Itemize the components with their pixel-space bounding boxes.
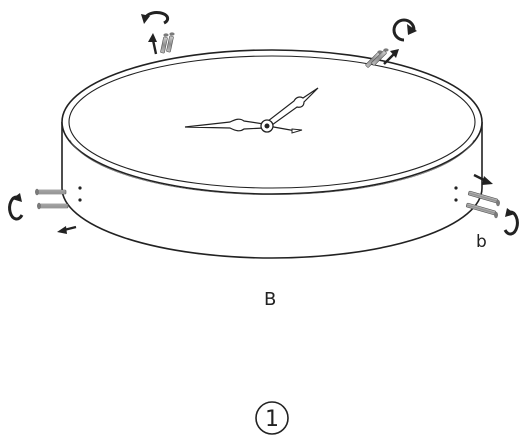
clock-bezel: [68, 55, 476, 189]
direction-arrow-icon: [57, 225, 77, 234]
screw-icon: [465, 190, 500, 219]
step-number-badge: 1: [255, 401, 289, 435]
rotate-arrow-icon: [8, 193, 24, 221]
step-number-circle: [255, 401, 289, 435]
direction-arrow-icon: [383, 49, 399, 65]
screw-icon: [365, 48, 389, 68]
screw-group-top-left: [141, 11, 175, 55]
screw-holes-left: [78, 186, 82, 202]
second-hand-tip: [291, 128, 303, 134]
screw-icon: [35, 188, 69, 210]
step-number: 1: [265, 407, 279, 432]
screw-group-top-right: [365, 18, 417, 68]
direction-arrow-icon: [473, 173, 493, 185]
clock-hands-icon: [184, 87, 319, 134]
rotate-arrow-icon: [503, 208, 519, 236]
clock-rim-shade: [69, 139, 475, 196]
screw-part-label: b: [476, 232, 487, 252]
rotate-arrow-icon: [141, 11, 170, 25]
screw-group-right: [465, 173, 519, 236]
screw-group-left: [8, 188, 77, 234]
rotate-arrow-icon: [392, 18, 417, 42]
body-part-label: B: [264, 289, 276, 310]
hands-hub-inner: [264, 123, 270, 129]
clock-body: [61, 49, 483, 259]
screw-icon: [160, 32, 175, 54]
screw-holes-right: [454, 186, 458, 202]
direction-arrow-icon: [148, 33, 158, 55]
